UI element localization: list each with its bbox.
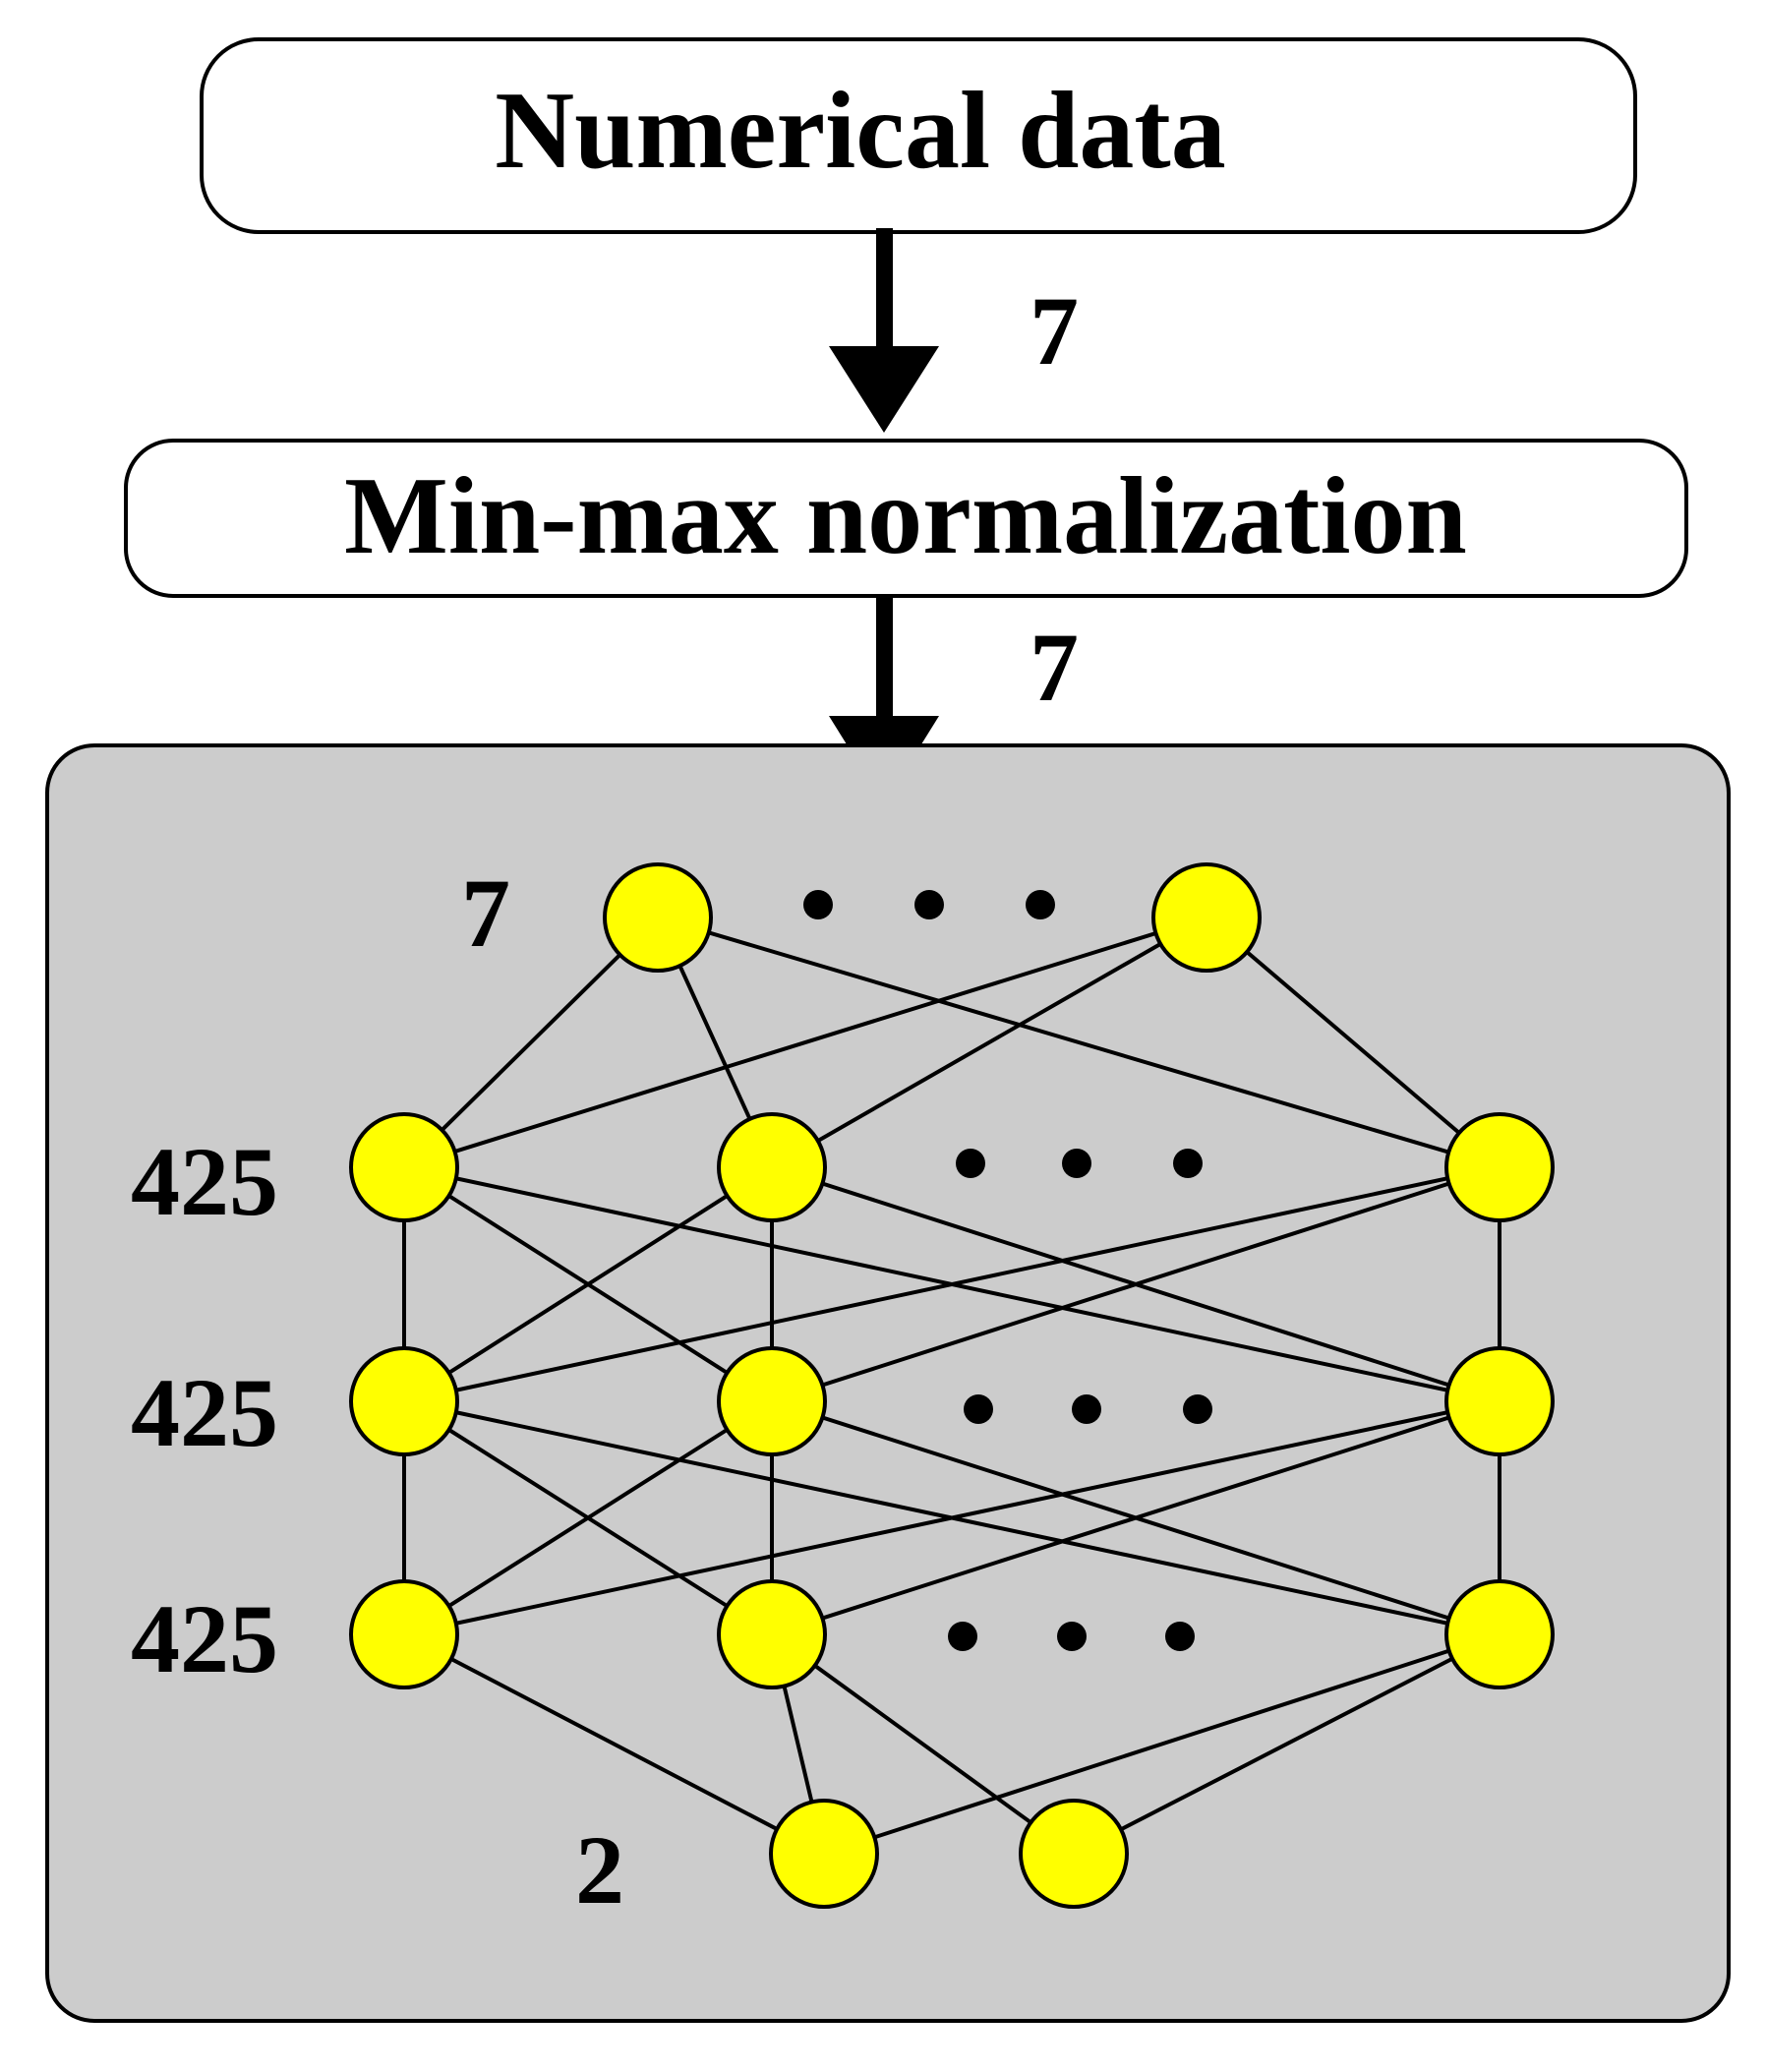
hidden-3-node — [1444, 1579, 1555, 1689]
hidden-3-ellipsis — [948, 1622, 1195, 1651]
hidden-1-ellipsis — [956, 1149, 1203, 1178]
input-layer-size-label: 7 — [461, 858, 510, 968]
hidden-2-ellipsis — [964, 1394, 1212, 1424]
numerical-data-box: Numerical data — [200, 37, 1637, 234]
ellipsis-dots — [803, 890, 1212, 1651]
output-layer-size-label: 2 — [575, 1815, 624, 1924]
neural-network-panel: 7 425 425 425 2 — [45, 743, 1731, 2023]
hidden-1-node — [349, 1112, 459, 1222]
output-node — [1019, 1799, 1129, 1909]
arrow-input-to-normalization: 7 — [829, 228, 1079, 433]
hidden-2-node — [349, 1346, 459, 1456]
hidden-1-node — [1444, 1112, 1555, 1222]
network-nodes — [349, 862, 1555, 1909]
input-node — [1151, 862, 1262, 973]
input-layer-ellipsis — [803, 890, 1055, 919]
input-node — [603, 862, 713, 973]
arrow-2-size-label: 7 — [1030, 613, 1079, 722]
output-node — [769, 1799, 879, 1909]
hidden-3-node — [349, 1579, 459, 1689]
hidden-3-size-label: 425 — [131, 1584, 278, 1693]
hidden-2-node — [1444, 1346, 1555, 1456]
hidden-1-node — [717, 1112, 827, 1222]
hidden-1-size-label: 425 — [131, 1127, 278, 1236]
normalization-label: Min-max normalization — [344, 455, 1467, 577]
normalization-box: Min-max normalization — [124, 439, 1688, 598]
numerical-data-label: Numerical data — [495, 70, 1225, 192]
hidden-2-node — [717, 1346, 827, 1456]
hidden-2-size-label: 425 — [131, 1358, 278, 1467]
arrow-1-size-label: 7 — [1030, 276, 1079, 385]
hidden-3-node — [717, 1579, 827, 1689]
